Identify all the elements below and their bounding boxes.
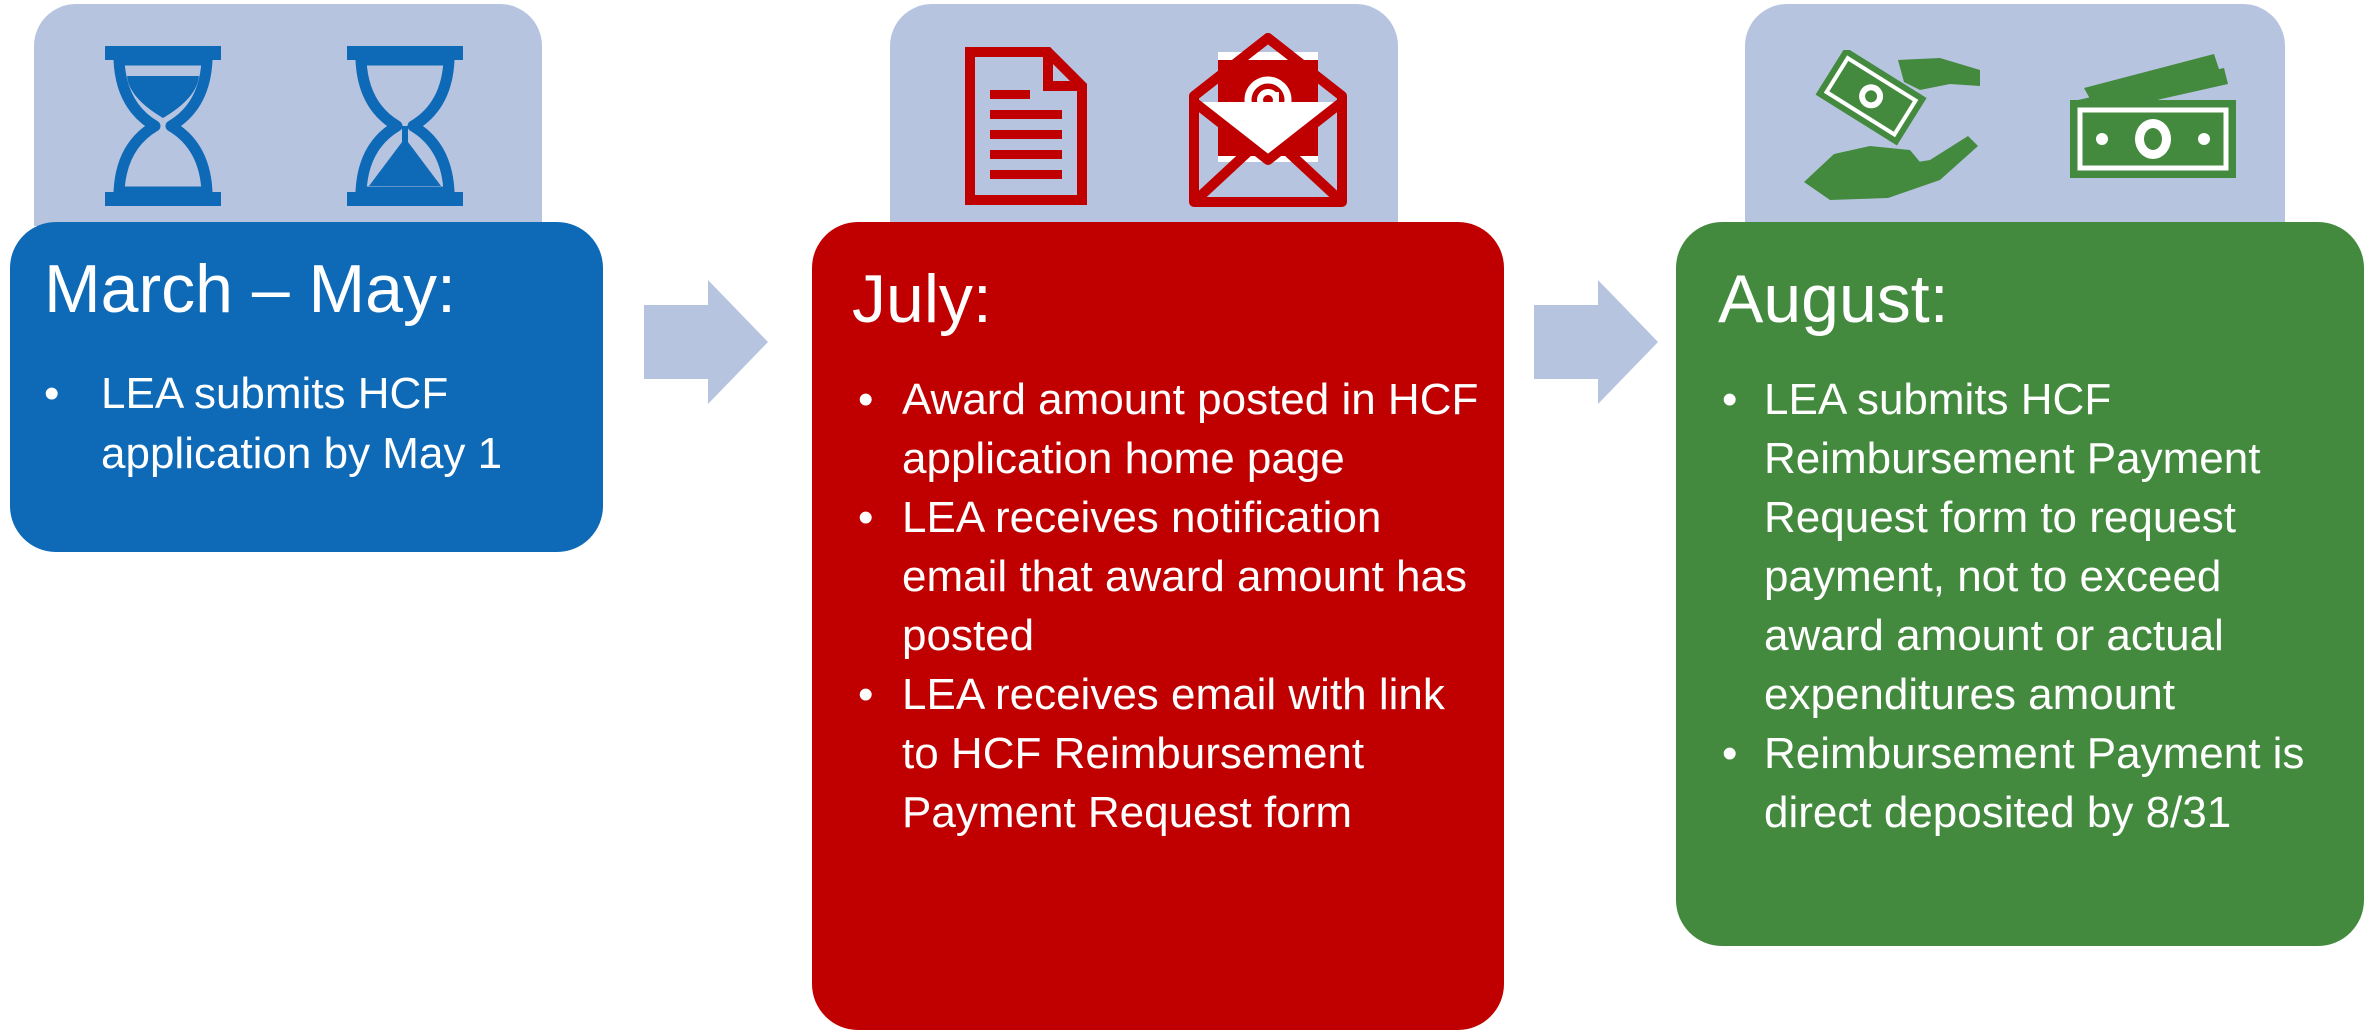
banknote-icon bbox=[2070, 54, 2236, 178]
hourglass-icon bbox=[105, 46, 221, 206]
document-icon bbox=[965, 47, 1087, 205]
right-arrow-icon bbox=[1534, 280, 1658, 404]
step-1-bullets: LEA submits HCF application by May 1 bbox=[44, 364, 583, 484]
hourglass-icon bbox=[347, 46, 463, 206]
step-1-bullet: LEA submits HCF application by May 1 bbox=[44, 364, 583, 484]
step-2-title: July: bbox=[852, 261, 992, 337]
step-3-bullets: LEA submits HCF Reimbursement Payment Re… bbox=[1718, 370, 2344, 842]
step-3-bullet: LEA submits HCF Reimbursement Payment Re… bbox=[1718, 370, 2344, 724]
step-3-title: August: bbox=[1718, 261, 1949, 337]
step-2-bullet: LEA receives email with link to HCF Reim… bbox=[852, 665, 1484, 842]
step-2-bullet: LEA receives notification email that awa… bbox=[852, 488, 1484, 665]
step-2-bullet: Award amount posted in HCF application h… bbox=[852, 370, 1484, 488]
step-3-bullet: Reimbursement Payment is direct deposite… bbox=[1718, 724, 2344, 842]
step-1-title: March – May: bbox=[44, 251, 456, 327]
right-arrow-icon bbox=[644, 280, 768, 404]
step-2-bullets: Award amount posted in HCF application h… bbox=[852, 370, 1484, 842]
email-icon bbox=[1189, 33, 1347, 207]
step-3-card: August: LEA submits HCF Reimbursement Pa… bbox=[1676, 222, 2364, 946]
step-2-card: July: Award amount posted in HCF applica… bbox=[812, 222, 1504, 1030]
money-hand-icon bbox=[1804, 50, 1980, 200]
step-1-card: March – May: LEA submits HCF application… bbox=[10, 222, 603, 552]
